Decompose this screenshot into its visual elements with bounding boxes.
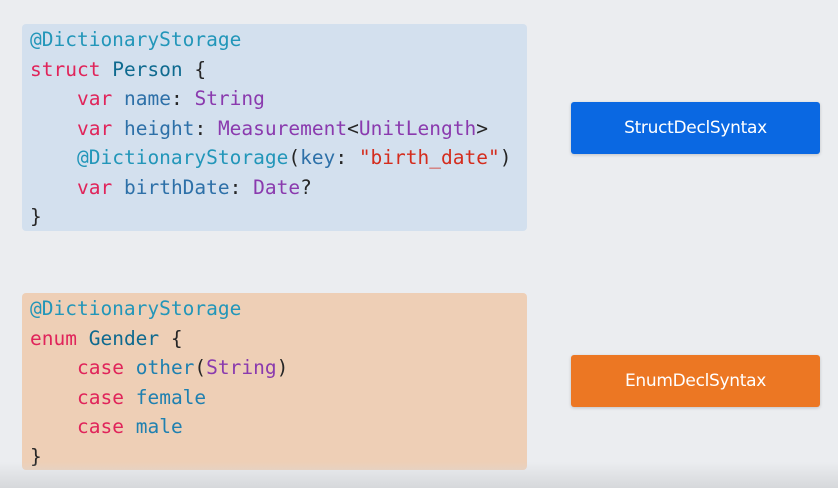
code-line: var name: String [30, 84, 527, 114]
colon-token: : [194, 116, 207, 140]
keyword-token: case [77, 356, 124, 379]
code-line: } [30, 442, 527, 472]
identifier-token: height [123, 116, 195, 140]
struct-decl-syntax-label: StructDeclSyntax [571, 102, 820, 154]
code-line: } [30, 202, 527, 232]
enum-decl-syntax-label: EnumDeclSyntax [571, 355, 820, 407]
angle-close-token: > [476, 116, 488, 140]
colon-token: : [229, 175, 242, 199]
optional-token: ? [300, 175, 312, 199]
code-line: @DictionaryStorage [30, 25, 527, 55]
brace-token: { [194, 57, 207, 81]
type-token: UnitLength [358, 116, 477, 140]
attribute-token: @DictionaryStorage [30, 28, 242, 51]
keyword-token: case [77, 415, 124, 438]
attribute-token: @DictionaryStorage [77, 146, 289, 169]
enum-code-block: @DictionaryStorage enum Gender { case ot… [22, 293, 527, 470]
identifier-token: name [123, 87, 171, 110]
paren-close-token: ) [499, 146, 512, 169]
colon-token: : [335, 146, 348, 169]
type-token: String [194, 87, 265, 110]
keyword-token: var [77, 87, 113, 110]
colon-token: : [170, 87, 183, 110]
type-name-token: Gender [88, 326, 160, 350]
code-line: struct Person { [30, 55, 527, 85]
keyword-token: var [77, 175, 113, 199]
attribute-token: @DictionaryStorage [30, 297, 242, 320]
brace-token: } [30, 444, 42, 468]
bottom-fade [0, 462, 838, 488]
code-line: case female [30, 383, 527, 413]
paren-open-token: ( [288, 146, 301, 169]
type-token: Measurement [217, 116, 348, 140]
code-line: @DictionaryStorage [30, 294, 527, 324]
keyword-token: case [77, 385, 124, 409]
struct-code-block: @DictionaryStorage struct Person { var n… [22, 24, 527, 231]
paren-open-token: ( [194, 356, 207, 379]
code-line: var height: Measurement<UnitLength> [30, 114, 527, 144]
keyword-token: enum [30, 326, 77, 350]
brace-token: { [170, 326, 183, 350]
identifier-token: birthDate [123, 175, 230, 199]
code-line: case male [30, 412, 527, 442]
case-name-token: other [135, 356, 195, 379]
angle-open-token: < [347, 116, 359, 140]
keyword-token: struct [30, 57, 101, 81]
code-line: case other(String) [30, 353, 527, 383]
code-line: var birthDate: Date? [30, 173, 527, 203]
type-token: Date [253, 175, 301, 199]
type-token: String [206, 356, 277, 379]
case-name-token: female [135, 385, 207, 409]
code-line: @DictionaryStorage(key: "birth_date") [30, 143, 527, 173]
keyword-token: var [77, 116, 113, 140]
code-line: enum Gender { [30, 324, 527, 354]
string-literal-token: "birth_date" [358, 146, 500, 169]
parameter-token: key [300, 146, 336, 169]
type-name-token: Person [112, 57, 183, 81]
brace-token: } [30, 205, 42, 228]
case-name-token: male [135, 415, 183, 438]
paren-close-token: ) [276, 356, 289, 379]
